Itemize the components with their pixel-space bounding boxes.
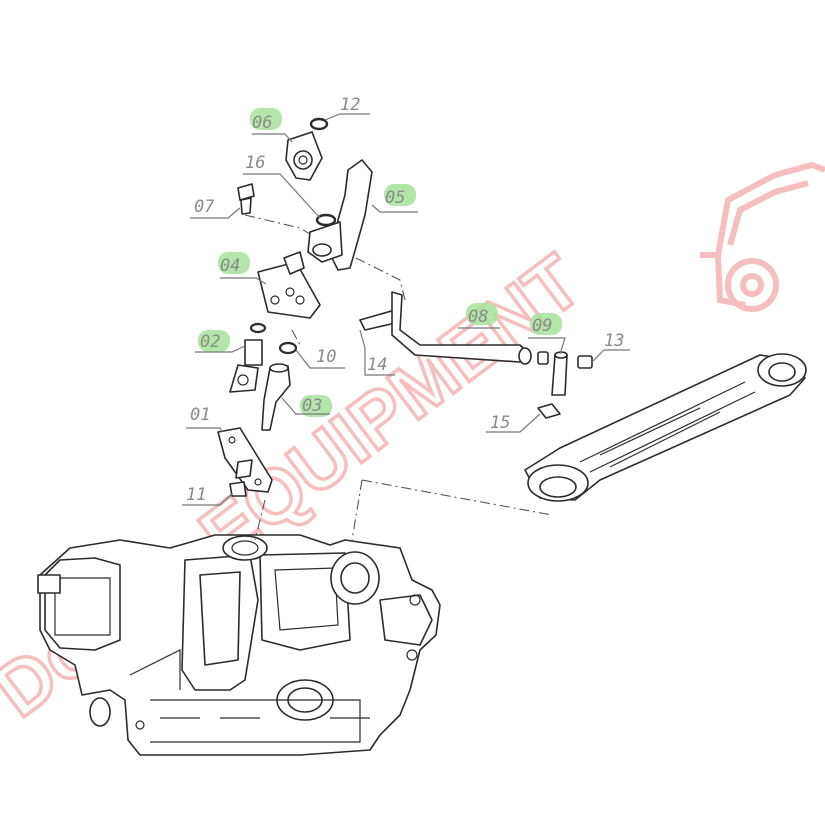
- callout-15: 15: [486, 413, 541, 433]
- callout-16: 16: [243, 153, 321, 219]
- svg-text:16: 16: [245, 153, 265, 173]
- svg-text:11: 11: [186, 485, 206, 505]
- callout-04: 04: [218, 252, 267, 285]
- callout-03: 03: [281, 395, 332, 417]
- part-11-clip: [229, 481, 247, 497]
- svg-text:12: 12: [340, 95, 360, 115]
- callout-14: 14: [359, 329, 395, 376]
- svg-text:05: 05: [385, 188, 405, 208]
- callout-02: 02: [195, 330, 246, 353]
- part-10-washer: [278, 341, 298, 355]
- callout-08: 08: [458, 303, 500, 329]
- lift-arm: [524, 353, 807, 502]
- part-13-collar: [577, 355, 593, 369]
- callout-07: 07: [190, 197, 241, 219]
- callout-01: 01: [186, 405, 223, 433]
- callouts: 12 06 16 05 07 04: [182, 95, 630, 506]
- svg-text:15: 15: [490, 413, 510, 433]
- svg-text:01: 01: [190, 405, 210, 425]
- svg-text:09: 09: [532, 316, 552, 336]
- part-ring: [537, 351, 549, 365]
- part-09-pin: [551, 351, 568, 396]
- hydraulic-lift-housing: [37, 534, 441, 756]
- svg-text:02: 02: [200, 332, 220, 352]
- part-06-bushing: [285, 131, 323, 181]
- callout-09: 09: [528, 313, 566, 355]
- part-02-washer: [249, 322, 267, 334]
- part-07-bolt: [237, 183, 255, 215]
- callout-12: 12: [324, 95, 370, 121]
- callout-10: 10: [295, 347, 345, 369]
- svg-text:03: 03: [302, 396, 322, 416]
- part-12-oring: [309, 117, 329, 131]
- part-03-valve-pin: [261, 363, 291, 431]
- svg-text:08: 08: [468, 307, 488, 327]
- part-02-bolt: [229, 339, 263, 393]
- svg-text:07: 07: [194, 197, 215, 217]
- part-04-plate: [257, 251, 321, 319]
- svg-text:13: 13: [604, 331, 624, 351]
- svg-text:10: 10: [316, 347, 336, 367]
- part-01-link-plate: [217, 427, 273, 493]
- part-15-clip: [537, 403, 561, 419]
- callout-06: 06: [250, 108, 293, 143]
- truck-icon: [700, 161, 825, 312]
- svg-text:04: 04: [220, 256, 240, 276]
- callout-05: 05: [371, 184, 418, 213]
- assembly-lines: [244, 214, 553, 541]
- part-08-link-rod: [359, 291, 532, 365]
- svg-text:14: 14: [367, 355, 387, 375]
- part-16-oring: [315, 213, 337, 227]
- callout-13: 13: [591, 331, 630, 363]
- svg-text:06: 06: [252, 113, 272, 133]
- callout-11: 11: [182, 485, 233, 506]
- part-05-lever: [307, 159, 373, 271]
